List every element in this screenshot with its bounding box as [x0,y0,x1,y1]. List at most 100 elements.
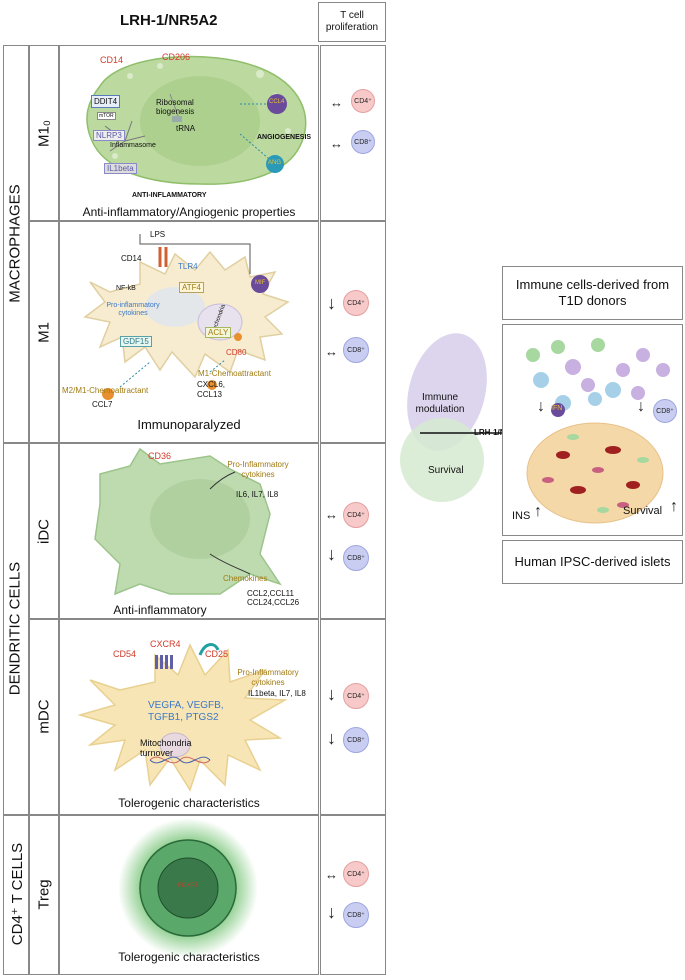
mdc-il: IL1beta, IL7, IL8 [248,689,306,698]
mdc-caption: Tolerogenic characteristics [118,796,260,810]
m10-angiogenesis: ANGIOGENESIS [257,134,312,141]
islets-cd8-arrow: ↓ [637,398,645,415]
mdc-mitochondria: Mitochondria turnover [140,738,192,758]
islets-ins: INS [512,510,531,522]
tcell-header: T cell proliferation [318,2,386,42]
mdc-proinflammatory: Pro-Inflammatory cytokines [237,668,299,687]
m10-cd8-arrow: ↔ [330,136,343,151]
mdc-cd8-cell: CD8⁺ [343,727,369,753]
m10-il1beta: IL1beta [104,163,137,174]
tcell-header-text: T cell proliferation [325,10,379,33]
idc-cd8-arrow: ↓ [327,544,336,564]
idc-cd4-arrow: ↔ [325,507,338,522]
m10-cd206: CD206 [162,52,191,62]
m10-nlrp3: NLRP3 [93,130,125,141]
m1-proinflammatory: Pro-inflammatory cytokines [106,302,160,317]
m1-m2chemo: M2/M1-Chemoattractant [62,386,149,395]
islets-ifn-arrow: ↓ [537,398,545,415]
islets-title: Human IPSC-derived islets [514,554,671,569]
m10-cd4-cell: CD4⁺ [351,89,375,113]
header-title: LRH-1/NR5A2 [120,12,218,29]
m10-cell-illustration [86,55,307,185]
center-modulation: Immune modulation [415,392,465,415]
m1-cd14: CD14 [121,254,142,263]
treg-caption: Tolerogenic characteristics [118,950,260,964]
group-macrophages [3,45,29,443]
treg-cell-illustration [118,818,258,956]
idc-ccl-b: CCL24,CCL26 [247,598,300,607]
mdc-cd4-cell: CD4⁺ [343,683,369,709]
idc-il: IL6, IL7, IL8 [236,490,279,499]
immune-title: Immune cells-derived from T1D donors [515,277,670,308]
idc-ccl-a: CCL2,CCL11 [247,589,294,598]
row-label-treg: Treg [35,879,53,910]
treg-cd4-arrow: ↔ [325,867,338,882]
m1-cd4-arrow: ↓ [327,293,336,313]
islets-survival-arrow: ↑ [670,498,678,515]
center-survival: Survival [428,465,464,476]
m10-inflammasome: Inflammasome [110,142,156,149]
mdc-genes-b: TGFB1, PTGS2 [148,712,219,723]
center-ellipses [400,333,502,502]
immune-title-box: Immune cells-derived from T1D donors [502,266,683,320]
m1-atf4: ATF4 [179,282,204,293]
mdc-cd25: CD25 [205,649,229,659]
treg-cd4-cell: CD4⁺ [343,861,369,887]
treg-cd8-arrow: ↓ [327,902,336,922]
treg-foxp3: FOXP3 [178,883,198,889]
m10-ang: ANG [268,160,282,166]
row-label-box-idc [29,443,59,619]
m10-caption: Anti-inflammatory/Angiogenic properties [82,205,296,219]
m1-caption: Immunoparalyzed [137,417,241,432]
islets-cd8-cell: CD8⁺ [653,399,677,423]
tcell-box-m1 [320,221,386,443]
mdc-cell-illustration [77,643,288,792]
row-label-box-treg [29,815,59,975]
mdc-cxcr4: CXCR4 [150,639,181,649]
center-target: LRH-1/NR5A2 [474,428,527,437]
idc-caption: Anti-inflammatory [113,603,207,617]
idc-cd36: CD36 [148,451,172,461]
row-label-box-m10 [29,45,59,221]
islets-title-box: Human IPSC-derived islets [502,540,683,584]
m10-cd8-cell: CD8⁺ [351,130,375,154]
mdc-cd8-arrow: ↓ [327,728,336,748]
m10-anti-inflammatory: ANTI-INFLAMMATORY [132,192,207,199]
m1-ccl7: CCL7 [92,400,113,409]
m1-mif: MIF [255,280,266,286]
idc-cd4-cell: CD4⁺ [343,502,369,528]
islets-illustration [526,338,670,524]
m1-cd8-arrow: ↔ [325,344,338,359]
m1-cd4-cell: CD4⁺ [343,290,369,316]
mdc-genes-a: VEGFA, VEGFB, [148,700,224,711]
group-cd4 [3,815,29,975]
m10-ddit4: DDIT4 [91,95,121,108]
m1-nfkb: NF-kB [116,285,136,292]
m10-trna: tRNA [176,124,196,133]
group-label-cd4: CD4⁺ T CELLS [9,842,26,946]
m10-ccl4: CCL4 [269,99,285,105]
row-label-box-m1 [29,221,59,443]
m1-acly: ACLY [205,327,232,338]
m1-gdf15: GDF15 [120,336,152,347]
islets-ifn: IFN [551,405,563,412]
group-label-macrophages: MACROPHAGES [6,184,24,303]
group-dendritic [3,443,29,815]
tcell-box-treg [320,815,386,975]
m1-m1chemo: M1-Chemoattractant [198,369,271,378]
m10-mtor: mTOR [97,112,116,120]
m1-cxcl: CXCL6, CCL13 [197,380,226,399]
tcell-box-idc [320,443,386,619]
row-label-mdc: mDC [35,699,53,734]
islets-ins-arrow: ↑ [534,503,542,520]
m1-cd8-cell: CD8⁺ [343,337,369,363]
row-label-box-mdc [29,619,59,815]
mdc-cd54: CD54 [113,649,137,659]
idc-proinflammatory: Pro-Inflammatory cytokines [227,460,289,479]
islets-survival: Survival [623,505,663,517]
group-label-dendritic: DENDRITIC CELLS [6,561,24,696]
row-label-m1: M1 [35,322,53,343]
m1-tlr4: TLR4 [178,262,198,271]
row-label-idc: iDC [35,519,53,544]
idc-chemokines: Chemokines [223,574,268,583]
